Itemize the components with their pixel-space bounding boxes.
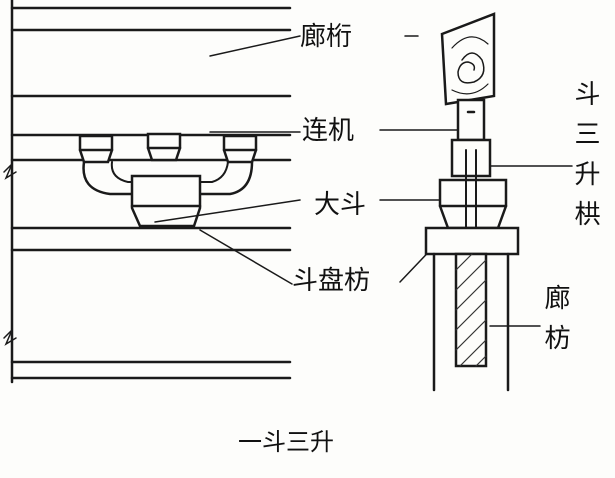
lang-fang-section [454, 252, 488, 368]
sheng-section [450, 138, 492, 178]
da-dou-section [438, 178, 508, 230]
label-dou-pan-fang: 斗盘枋 [292, 266, 371, 296]
lang-heng-lines [10, 6, 292, 98]
label-da-dou: 大斗 [314, 190, 367, 220]
da-dou-block [130, 174, 202, 228]
break-mark-upper [3, 163, 17, 180]
dou-pan-fang-lines [10, 226, 292, 252]
break-mark-lower [3, 329, 17, 346]
diagram-caption: 一斗三升 [238, 428, 334, 456]
section-view [424, 12, 520, 392]
lian-ji-section [456, 98, 486, 142]
lang-heng-section [440, 12, 496, 106]
sheng-block-right [222, 134, 258, 164]
label-lang-heng: 廊桁 [300, 22, 353, 52]
dou-pan-fang-section [424, 226, 520, 256]
label-lian-ji: 连机 [302, 116, 355, 146]
sheng-block-left [78, 134, 114, 164]
elevation-view [3, 0, 292, 384]
sheng-block-middle [146, 132, 182, 162]
label-dou-san-sheng-gong: 斗三升栱 [570, 80, 600, 240]
label-lang-fang: 廊枋 [540, 284, 570, 364]
